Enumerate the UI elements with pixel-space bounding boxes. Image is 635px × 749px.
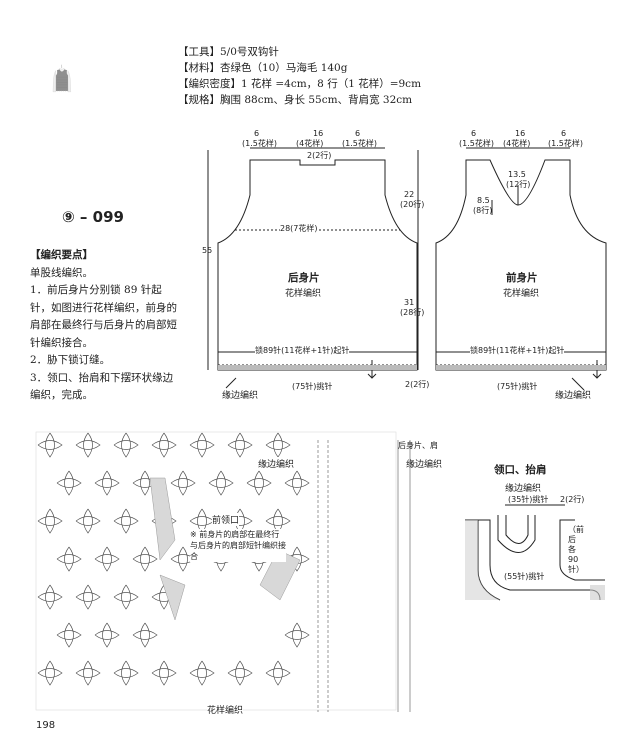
crochet-motif: [37, 432, 63, 458]
spec-materials: 【材料】杏绿色（10）马海毛 140g: [178, 62, 348, 74]
back-piece-outline: [217, 159, 418, 371]
crochet-motif: [113, 432, 139, 458]
crochet-motif: [94, 546, 120, 572]
back-title: 后身片: [288, 272, 320, 284]
detail-pick-top: (35针)挑针: [508, 495, 549, 504]
crochet-motif: [227, 432, 253, 458]
front-subtitle: 花样编织: [503, 289, 540, 299]
crochet-motif: [284, 470, 310, 496]
front-top-mid: 16: [515, 129, 526, 138]
crochet-motif: [151, 432, 177, 458]
back-subtitle: 花样编织: [285, 289, 322, 299]
front-piece-outline: [435, 159, 607, 371]
crochet-motif: [94, 470, 120, 496]
body-dim-sub: (28行): [400, 308, 425, 317]
crochet-motif: [132, 622, 158, 648]
crochet-motif: [113, 660, 139, 686]
chart-title: 前领口: [212, 513, 240, 526]
crochet-motif: [132, 546, 158, 572]
crochet-motif: [75, 508, 101, 534]
design-code: ⑨ – 099: [62, 208, 124, 226]
chart-shoulder-note: 后身片、肩: [398, 441, 438, 450]
crochet-motif: [75, 660, 101, 686]
detail-rows: 2(2行): [560, 495, 585, 504]
crochet-motif: [113, 508, 139, 534]
front-cast-on: 锁89针(11花样+1针)起针: [470, 345, 565, 356]
garment-photo: [52, 64, 71, 92]
crochet-motif: [246, 470, 272, 496]
detail-title: 领口、抬肩: [494, 464, 547, 476]
crochet-motif: [189, 432, 215, 458]
front-neck-depth: 13.5: [508, 170, 526, 179]
chart-bottom-label: 花样编织: [207, 703, 244, 716]
crochet-motif: [113, 584, 139, 610]
front-top-left: 6: [471, 129, 477, 138]
chart-border-right: 缘边编织: [406, 460, 443, 470]
back-hem-pick: (75针)挑针: [292, 382, 333, 391]
hem-rows: 2(2行): [405, 380, 430, 389]
crochet-motif: [37, 508, 63, 534]
crochet-motif: [56, 622, 82, 648]
back-border: 缘边编织: [222, 391, 259, 401]
crochet-motif: [37, 584, 63, 610]
armhole-dim: 22: [404, 190, 415, 199]
spec-size: 【规格】胸围 88cm、身长 55cm、背肩宽 32cm: [178, 94, 413, 106]
front-neck-side-sub: (8行): [473, 206, 493, 215]
detail-border: 缘边编织: [505, 484, 542, 494]
front-neck-side: 8.5: [477, 196, 490, 205]
front-border: 缘边编织: [555, 391, 592, 401]
notes-line-3: 2．胁下锁订缝。: [30, 354, 111, 366]
notes-line-1: 单股线编织。: [30, 266, 93, 279]
crochet-motif: [265, 432, 291, 458]
armhole-dim-sub: (20行): [400, 200, 425, 209]
notes-line-2: 1．前后身片分别锁 89 针起针，如图进行花样编织，前身的肩部在最终行与后身片的…: [30, 284, 177, 349]
spec-header: 【工具】5/0号双钩针 【材料】杏绿色（10）马海毛 140g 【编织密度】1 …: [178, 44, 421, 108]
chart-border-left: 缘边编织: [258, 457, 295, 470]
crochet-motif: [75, 432, 101, 458]
front-top-right: 6: [561, 129, 567, 138]
back-top-right-sub: (1.5花样): [342, 139, 377, 148]
crochet-motif: [56, 470, 82, 496]
crochet-motif: [227, 660, 253, 686]
back-neck-rows: 2(2行): [307, 151, 332, 160]
front-hem-pick: (75针)挑针: [497, 382, 538, 391]
page-number: 198: [36, 720, 56, 731]
back-top-left: 6: [254, 129, 260, 138]
knitting-notes: 【编织要点】 单股线编织。 1．前后身片分别锁 89 针起针，如图进行花样编织，…: [30, 247, 182, 405]
back-top-right: 6: [355, 129, 361, 138]
back-top-left-sub: (1.5花样): [242, 139, 277, 148]
front-neck-depth-sub: (12行): [506, 180, 531, 189]
front-top-mid-sub: (4花样): [503, 139, 531, 148]
crochet-motif: [151, 660, 177, 686]
front-top-right-sub: (1.5花样): [548, 139, 583, 148]
notes-line-4: 3．领口、抬肩和下摆环状缘边编织，完成。: [30, 371, 174, 402]
detail-pick-side: (55针)挑针: [504, 572, 545, 581]
crochet-motif: [56, 546, 82, 572]
crochet-motif: [37, 660, 63, 686]
back-top-mid-sub: (4花样): [296, 139, 324, 148]
front-title: 前身片: [506, 272, 538, 284]
crochet-motif: [75, 584, 101, 610]
back-height-total: 55: [202, 246, 213, 255]
back-top-mid: 16: [313, 129, 324, 138]
crochet-motif: [265, 660, 291, 686]
chart-note: ※ 前身片的肩部在最终行与后身片的肩部短针编织接合: [190, 529, 286, 562]
crochet-motif: [170, 470, 196, 496]
body-dim: 31: [404, 298, 415, 307]
notes-title: 【编织要点】: [30, 249, 93, 261]
back-cast-on: 锁89针(11花样+1针)起针: [255, 345, 350, 356]
crochet-motif: [208, 470, 234, 496]
spec-gauge: 【编织密度】1 花样 =4cm，8 行（1 花样）=9cm: [178, 78, 422, 90]
neck-armhole-detail: [465, 504, 605, 601]
crochet-motif: [284, 622, 310, 648]
front-top-left-sub: (1.5花样): [459, 139, 494, 148]
crochet-motif: [189, 660, 215, 686]
crochet-motif: [94, 622, 120, 648]
spec-tools: 【工具】5/0号双钩针: [178, 46, 279, 58]
chart-shoulder-shading: [149, 477, 301, 621]
back-width: 28(7花样): [280, 223, 318, 234]
detail-armhole-pick: （前后各90针）: [568, 525, 584, 574]
